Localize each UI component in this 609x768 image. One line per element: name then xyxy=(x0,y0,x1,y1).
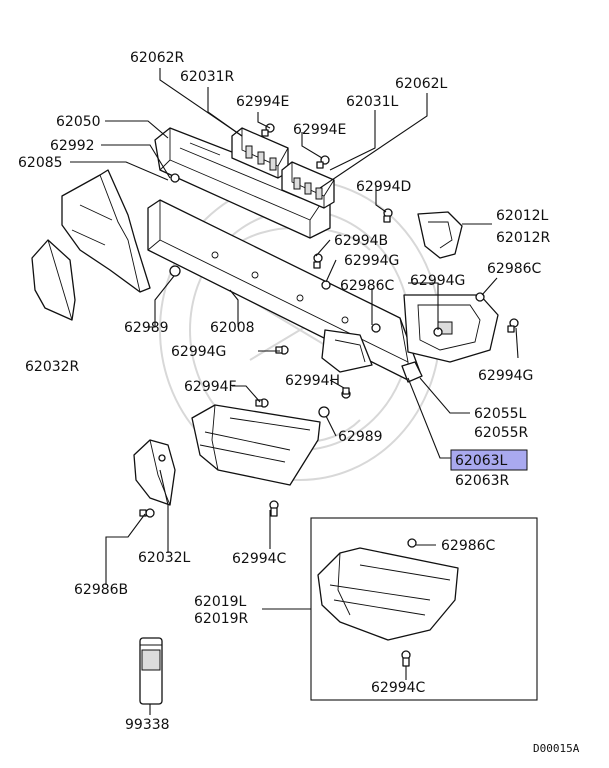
highlight-62063L xyxy=(450,449,528,471)
label-62994H[interactable]: 62994H xyxy=(285,373,340,389)
tool-99338[interactable] xyxy=(139,637,163,705)
leader-lines xyxy=(70,68,519,715)
label-62031L[interactable]: 62031L xyxy=(346,94,399,110)
label-62994F[interactable]: 62994F xyxy=(184,379,237,395)
reinforcement-bar-62050[interactable] xyxy=(154,127,331,239)
label-62063L[interactable]: 62063L xyxy=(455,453,508,469)
diagram-code: D00015A xyxy=(533,742,580,755)
label-62019L[interactable]: 62019L xyxy=(194,594,247,610)
label-62994E-b[interactable]: 62994E xyxy=(293,122,346,138)
side-piece-62032R[interactable] xyxy=(31,239,76,321)
label-62994G-c[interactable]: 62994G xyxy=(171,344,226,360)
stay-62055[interactable] xyxy=(403,294,499,363)
label-62989-b[interactable]: 62989 xyxy=(338,429,383,445)
label-62994D[interactable]: 62994D xyxy=(356,179,411,195)
label-62989-a[interactable]: 62989 xyxy=(124,320,169,336)
label-62012R[interactable]: 62012R xyxy=(496,230,551,246)
label-62994B[interactable]: 62994B xyxy=(334,233,388,249)
bumper-face-lower[interactable] xyxy=(191,404,321,486)
part-labels: 62062R 62031R 62994E 62031L 62062L 62050… xyxy=(18,50,580,755)
label-62986B[interactable]: 62986B xyxy=(74,582,128,598)
label-62994G-a[interactable]: 62994G xyxy=(344,253,399,269)
label-62994E-a[interactable]: 62994E xyxy=(236,94,289,110)
label-99338[interactable]: 99338 xyxy=(125,717,170,733)
label-62031R[interactable]: 62031R xyxy=(180,69,235,85)
inset-box-62019 xyxy=(310,517,538,701)
label-62063R[interactable]: 62063R xyxy=(455,473,510,489)
label-62986C-a[interactable]: 62986C xyxy=(487,261,542,277)
end-cap-62063[interactable] xyxy=(401,361,423,383)
bumper-cover-62085[interactable] xyxy=(61,169,151,293)
label-62994G-d[interactable]: 62994G xyxy=(478,368,533,384)
label-62055R[interactable]: 62055R xyxy=(474,425,529,441)
label-62055L[interactable]: 62055L xyxy=(474,406,527,422)
label-62062L[interactable]: 62062L xyxy=(395,76,448,92)
label-62994G-b[interactable]: 62994G xyxy=(410,273,465,289)
label-62994C-b[interactable]: 62994C xyxy=(371,680,426,696)
label-62994C-a[interactable]: 62994C xyxy=(232,551,287,567)
label-62986C-b[interactable]: 62986C xyxy=(340,278,395,294)
label-62032R[interactable]: 62032R xyxy=(25,359,80,375)
label-62012L[interactable]: 62012L xyxy=(496,208,549,224)
label-62019R[interactable]: 62019R xyxy=(194,611,249,627)
label-62992[interactable]: 62992 xyxy=(50,138,95,154)
bracket-62012[interactable] xyxy=(417,211,463,259)
label-62008[interactable]: 62008 xyxy=(210,320,255,336)
label-62032L[interactable]: 62032L xyxy=(138,550,191,566)
label-62986C-c[interactable]: 62986C xyxy=(441,538,496,554)
bracket-62031L[interactable] xyxy=(281,161,335,209)
label-62085[interactable]: 62085 xyxy=(18,155,63,171)
label-62062R[interactable]: 62062R xyxy=(130,50,185,66)
label-62050[interactable]: 62050 xyxy=(56,114,101,130)
side-piece-62032L[interactable] xyxy=(133,439,176,506)
